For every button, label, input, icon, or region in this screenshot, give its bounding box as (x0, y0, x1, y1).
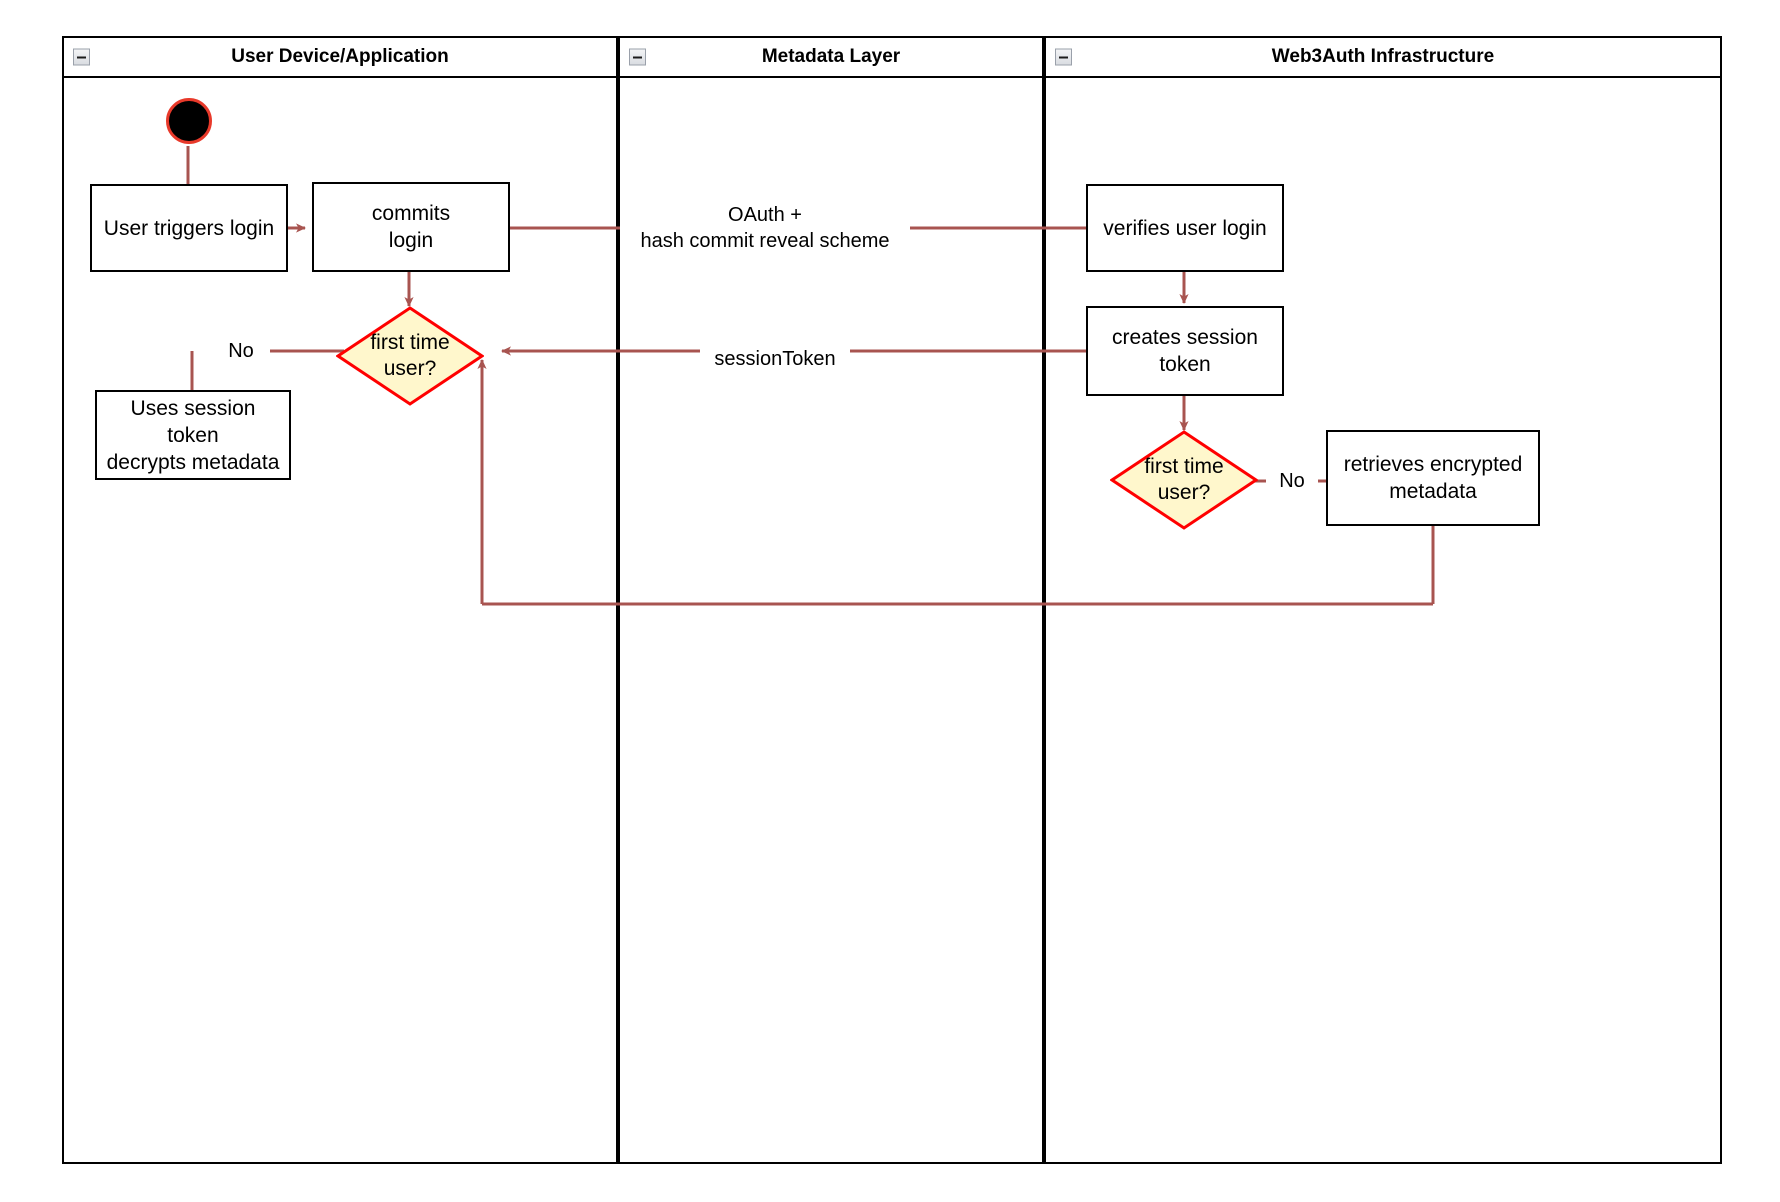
edge-label-oauth: OAuth + hash commit reveal scheme (620, 202, 910, 254)
swimlane-title-user-device: User Device/Application (231, 46, 449, 67)
activity-creates-session-token[interactable]: creates session token (1086, 306, 1284, 396)
activity-commits-login[interactable]: commits login (312, 182, 510, 272)
decision-first-time-user-left[interactable]: first time user? (336, 306, 484, 406)
edge-label-no-right: No (1266, 468, 1318, 494)
start-node[interactable] (166, 98, 212, 144)
collapse-minus-icon[interactable] (629, 48, 646, 66)
activity-retrieves-encrypted-metadata[interactable]: retrieves encrypted metadata (1326, 430, 1540, 526)
activity-user-triggers-login[interactable]: User triggers login (90, 184, 288, 272)
decision-first-time-user-right[interactable]: first time user? (1110, 430, 1258, 530)
collapse-minus-icon[interactable] (73, 48, 90, 66)
swimlane-title-metadata-layer: Metadata Layer (761, 46, 901, 67)
edge-label-no-left: No (212, 338, 270, 364)
edge-label-session-token: sessionToken (700, 346, 850, 372)
swimlane-header-user-device: User Device/Application (64, 38, 616, 78)
activity-verifies-user-login[interactable]: verifies user login (1086, 184, 1284, 272)
swimlane-header-metadata-layer: Metadata Layer (620, 38, 1042, 78)
activity-uses-session-token[interactable]: Uses session token decrypts metadata (95, 390, 291, 480)
collapse-minus-icon[interactable] (1055, 48, 1072, 66)
swimlane-header-web3auth: Web3Auth Infrastructure (1046, 38, 1720, 78)
swimlane-title-web3auth: Web3Auth Infrastructure (1271, 46, 1495, 67)
